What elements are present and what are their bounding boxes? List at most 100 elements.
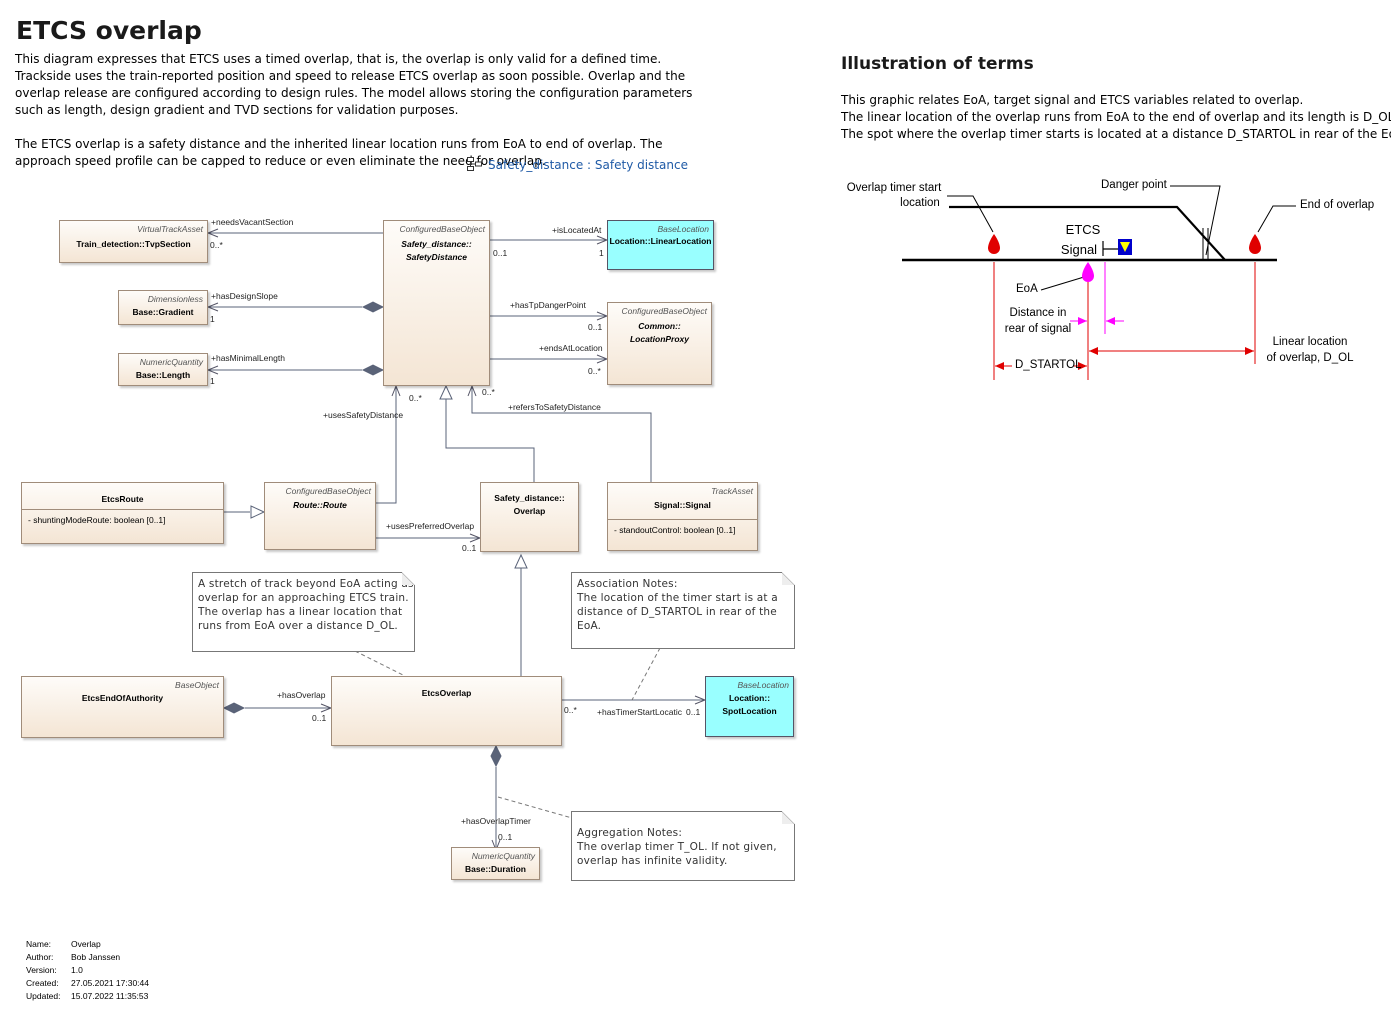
- class-gradient[interactable]: Dimensionless Base::Gradient: [118, 290, 208, 325]
- stereotype: ConfiguredBaseObject: [399, 224, 485, 234]
- intro-line-3: The ETCS overlap is a safety distance an…: [15, 137, 663, 168]
- label-timer-start-1: Overlap timer start: [846, 182, 942, 194]
- class-name: Common::: [638, 321, 681, 331]
- class-name: SpotLocation: [722, 706, 777, 716]
- note-aggregation[interactable]: Aggregation Notes: The overlap timer T_O…: [571, 811, 795, 881]
- leader-danger-point: [1170, 185, 1221, 256]
- mult-uses-safety-distance: 0..*: [409, 393, 422, 403]
- safety-distance-link[interactable]: Safety_distance : Safety distance: [467, 157, 688, 172]
- note-link-aggregation: [497, 796, 573, 819]
- mult-has-timer-start-location-src: 0..*: [564, 705, 577, 715]
- label-ends-at-location: +endsAtLocation: [539, 343, 603, 353]
- label-distance-2: rear of signal: [1004, 323, 1072, 335]
- stereotype: BaseObject: [175, 680, 219, 690]
- class-name: Location::LinearLocation: [609, 236, 712, 246]
- composition-diamond: [361, 364, 385, 376]
- note-line: The overlap has a linear location that: [198, 606, 403, 618]
- assoc-refers-to-safety-distance: [472, 386, 652, 482]
- mult-has-overlap: 0..1: [312, 713, 327, 723]
- stereotype: Dimensionless: [147, 294, 203, 304]
- mult-ends-at-location: 0..*: [588, 366, 601, 376]
- mult-is-located-at-src: 0..1: [493, 248, 508, 258]
- class-length[interactable]: NumericQuantity Base::Length: [118, 353, 208, 386]
- leader-end-of-overlap: [1257, 205, 1296, 233]
- label-has-overlap-timer: +hasOverlapTimer: [461, 816, 531, 826]
- label-has-design-slope: +hasDesignSlope: [211, 291, 278, 301]
- intro-line-2: Trackside uses the train-reported positi…: [15, 69, 693, 117]
- diagram-link-icon: [467, 157, 482, 171]
- meta-key: Name:: [26, 939, 52, 949]
- note-line: overlap for an approaching ETCS train.: [198, 592, 409, 604]
- class-etcs-route[interactable]: EtcsRoute - shuntingModeRoute: boolean […: [21, 482, 224, 544]
- note-association[interactable]: Association Notes: The location of the t…: [571, 572, 795, 649]
- aggregation-diamond: [490, 744, 502, 768]
- class-spot-location[interactable]: BaseLocation Location:: SpotLocation: [705, 676, 794, 737]
- class-signal[interactable]: TrackAsset Signal::Signal - standoutCont…: [607, 482, 758, 551]
- note-stretch-of-track[interactable]: A stretch of track beyond EoA acting as …: [192, 572, 415, 652]
- class-name: SafetyDistance: [406, 252, 467, 262]
- class-route[interactable]: ConfiguredBaseObject Route::Route: [264, 482, 376, 550]
- label-linear-location-1: Linear location: [1272, 336, 1348, 348]
- class-name: EtcsEndOfAuthority: [81, 693, 164, 703]
- mult-is-located-at-tgt: 1: [599, 248, 604, 258]
- diagram-metadata: Name: Overlap Author: Bob Janssen Version:…: [26, 938, 149, 1003]
- note-line: The overlap timer T_OL. If not given,: [577, 841, 777, 853]
- class-duration[interactable]: NumericQuantity Base::Duration: [451, 847, 540, 880]
- note-line: The location of the timer start is at a: [577, 592, 778, 604]
- mult-has-tp-danger-point: 0..1: [588, 322, 603, 332]
- stereotype: BaseLocation: [657, 224, 709, 234]
- note-line: A stretch of track beyond EoA acting as: [198, 578, 414, 590]
- label-linear-location-2: of overlap, D_OL: [1266, 352, 1354, 364]
- attribute-shunting-mode-route: - shuntingModeRoute: boolean [0..1]: [22, 509, 223, 530]
- label-eoa: EoA: [1016, 283, 1038, 295]
- class-name: Route::Route: [293, 500, 347, 510]
- class-name: Train_detection::TvpSection: [76, 239, 191, 249]
- label-has-timer-start-location: +hasTimerStartLocatic: [597, 707, 682, 717]
- label-is-located-at: +isLocatedAt: [552, 225, 602, 235]
- stereotype: NumericQuantity: [139, 357, 203, 367]
- label-d-startol: D_STARTOL: [1015, 359, 1082, 371]
- class-overlap[interactable]: Safety_distance:: Overlap: [480, 482, 579, 552]
- meta-created: 27.05.2021 17:30:44: [71, 978, 149, 988]
- class-name: Base::Gradient: [132, 307, 194, 317]
- safety-distance-link-label[interactable]: Safety_distance : Safety distance: [488, 158, 688, 172]
- eoa-marker-icon: [1082, 262, 1094, 282]
- class-name: Safety_distance::: [494, 493, 565, 503]
- stereotype: VirtualTrackAsset: [137, 224, 203, 234]
- meta-key: Author:: [26, 952, 54, 962]
- stereotype: NumericQuantity: [471, 851, 535, 861]
- class-location-proxy[interactable]: ConfiguredBaseObject Common:: LocationPr…: [607, 302, 712, 385]
- generalization-overlap: [445, 399, 535, 482]
- meta-author: Bob Janssen: [71, 952, 121, 962]
- label-etcs: ETCS: [1065, 222, 1101, 237]
- mult-has-timer-start-location-tgt: 0..1: [686, 707, 701, 717]
- meta-name: Overlap: [71, 939, 101, 949]
- class-tvp-section[interactable]: VirtualTrackAsset Train_detection::TvpSe…: [59, 220, 208, 263]
- class-etcs-end-of-authority[interactable]: BaseObject EtcsEndOfAuthority: [21, 676, 224, 738]
- intro-line-1: This diagram expresses that ETCS uses a …: [15, 52, 662, 66]
- meta-version: 1.0: [71, 965, 83, 975]
- meta-key: Created:: [26, 978, 59, 988]
- class-name: Overlap: [513, 506, 546, 516]
- class-etcs-overlap[interactable]: EtcsOverlap: [331, 676, 562, 746]
- mult-has-overlap-timer: 0..1: [498, 832, 513, 842]
- class-name: Safety_distance::: [401, 239, 472, 249]
- note-line: EoA.: [577, 620, 602, 632]
- class-safety-distance[interactable]: ConfiguredBaseObject Safety_distance:: S…: [383, 220, 490, 386]
- label-has-tp-danger-point: +hasTpDangerPoint: [510, 300, 586, 310]
- attribute-standout-control: - standoutControl: boolean [0..1]: [608, 519, 757, 540]
- stereotype: TrackAsset: [711, 486, 753, 496]
- stereotype: BaseLocation: [737, 680, 789, 690]
- label-uses-safety-distance: +usesSafetyDistance: [323, 410, 404, 420]
- meta-updated: 15.07.2022 11:35:53: [71, 991, 149, 1001]
- note-line: distance of D_STARTOL in rear of the: [577, 606, 777, 618]
- mult-needs-vacant-section: 0..*: [210, 240, 223, 250]
- stereotype: ConfiguredBaseObject: [285, 486, 371, 496]
- illustration-para-2: The linear location of the overlap runs …: [841, 110, 1391, 124]
- meta-key: Version:: [26, 965, 57, 975]
- signal-post: [1102, 241, 1118, 256]
- illustration-para-1: This graphic relates EoA, target signal …: [841, 93, 1304, 107]
- class-linear-location[interactable]: BaseLocation Location::LinearLocation: [607, 220, 714, 270]
